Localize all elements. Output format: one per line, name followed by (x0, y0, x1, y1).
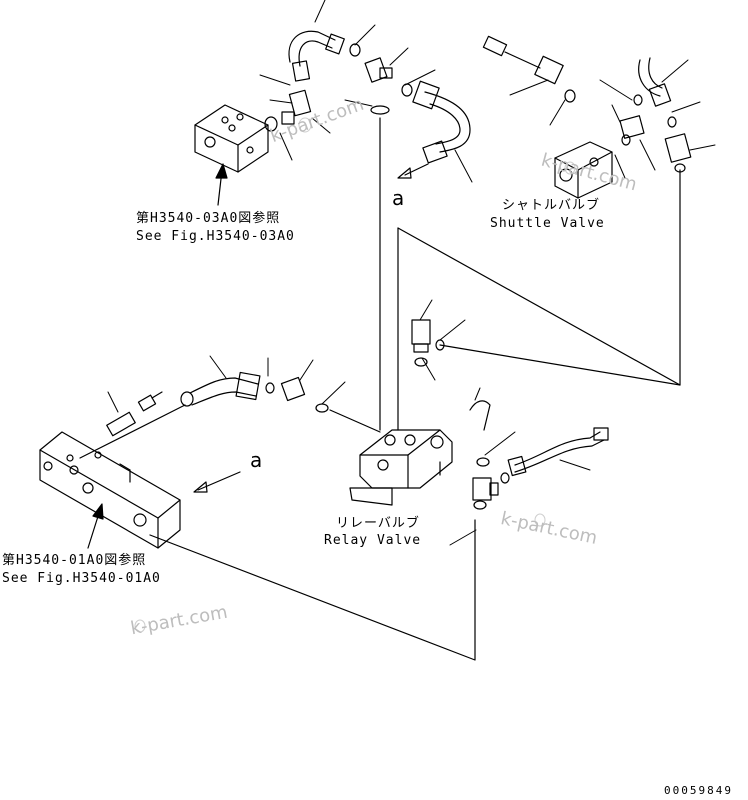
lower-left-sensor (106, 391, 163, 437)
lower-right-tube (507, 427, 609, 477)
fig-ref-upper-en: See Fig.H3540-03A0 (136, 229, 295, 244)
ref-arrow-lower (87, 503, 104, 549)
tube-route-left (79, 404, 381, 459)
shuttle-valve-label-jp: シャトルバルブ (502, 198, 601, 213)
shuttle-fittings (619, 57, 692, 173)
fig-ref-lower-en: See Fig.H3540-01A0 (2, 571, 161, 586)
leader-lines (107, 0, 716, 546)
shuttle-valve-label-en: Shuttle Valve (490, 216, 605, 231)
arrow-letter-lower: a (250, 448, 263, 472)
mid-elbow-valve (411, 319, 445, 367)
upper-right-connector (482, 35, 576, 103)
arrow-letter-upper: a (392, 186, 405, 210)
manifold-block-lower (39, 431, 181, 549)
lower-left-hose (180, 371, 329, 413)
relay-valve-body (349, 429, 453, 506)
document-number: 00059849 (664, 784, 733, 797)
upper-left-fittings (264, 30, 413, 132)
manifold-block-upper (194, 104, 269, 173)
upper-bent-hose (397, 80, 471, 179)
tube-route-lower-loop (149, 519, 476, 661)
tube-route-shuttle-loop (397, 169, 681, 431)
lower-right-valve (469, 400, 510, 510)
relay-valve-label-en: Relay Valve (324, 533, 422, 548)
relay-valve-label-jp: リレーバルブ (336, 516, 420, 531)
arrow-lower (193, 471, 241, 493)
fig-ref-lower-jp: 第H3540-01A0図参照 (2, 553, 147, 568)
ref-arrow-upper (215, 163, 228, 206)
fig-ref-upper-jp: 第H3540-03A0図参照 (136, 211, 281, 226)
